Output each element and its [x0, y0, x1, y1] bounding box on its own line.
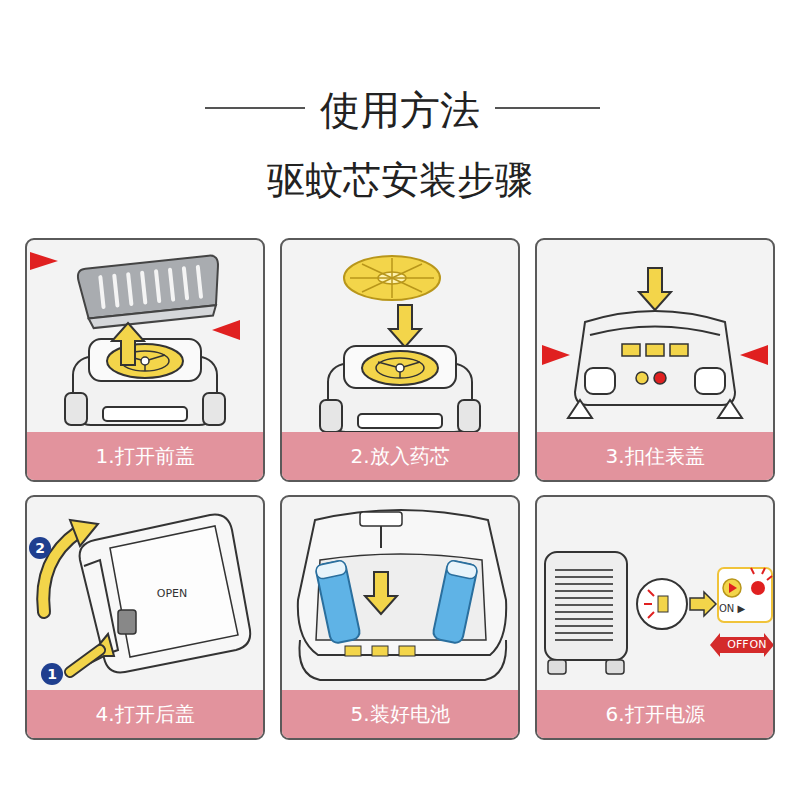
step-caption: 3.扣住表盖 — [605, 443, 704, 470]
page-title: 使用方法 — [320, 87, 480, 133]
step-caption: 6.打开电源 — [605, 701, 704, 728]
step-caption: 1.打开前盖 — [95, 443, 194, 470]
caption-band: 3.扣住表盖 — [537, 432, 773, 480]
callout-number: 2 — [35, 540, 45, 556]
step-caption: 4.打开后盖 — [95, 701, 194, 728]
step-panel: 2.放入药芯 — [280, 238, 520, 482]
caption-band: 1.打开前盖 — [27, 432, 263, 480]
on-label: ON — [749, 639, 768, 652]
switch-label: ON ▶ — [719, 603, 745, 615]
step-panel: 3.扣住表盖 — [535, 238, 775, 482]
button-label: OPEN — [155, 588, 189, 601]
step-panel: 6.打开电源 — [535, 495, 775, 740]
subtitle: 驱蚊芯安装步骤 — [267, 159, 533, 203]
step-panel: 4.打开后盖 — [25, 495, 265, 740]
caption-band: 5.装好电池 — [282, 690, 518, 738]
step-panel: 1.打开前盖 — [25, 238, 265, 482]
callout-number: 1 — [47, 666, 57, 682]
caption-band: 4.打开后盖 — [27, 690, 263, 738]
off-label: OFF — [726, 639, 749, 652]
step-panel: 5.装好电池 — [280, 495, 520, 740]
step-caption: 2.放入药芯 — [350, 443, 449, 470]
caption-band: 6.打开电源 — [537, 690, 773, 738]
step-caption: 5.装好电池 — [350, 701, 449, 728]
caption-band: 2.放入药芯 — [282, 432, 518, 480]
